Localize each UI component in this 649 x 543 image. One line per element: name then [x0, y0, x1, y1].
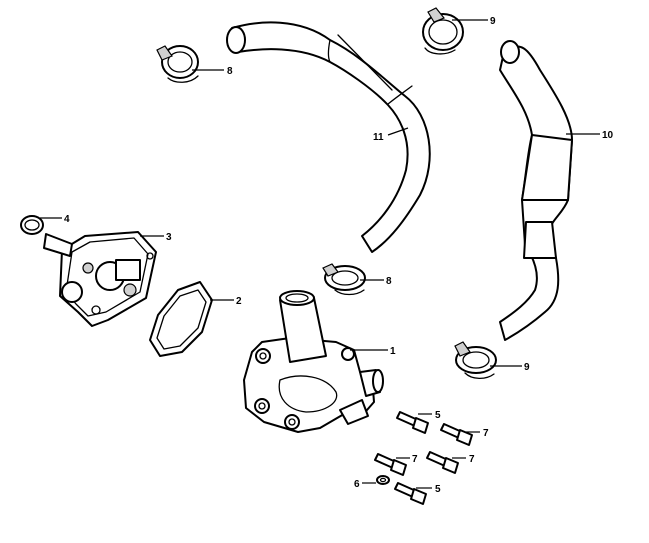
bolt-7-upper: [440, 423, 473, 446]
pump-housing-1: [243, 290, 384, 433]
callout-3: 3: [166, 232, 172, 243]
callout-8-top: 8: [227, 66, 233, 77]
callout-2: 2: [236, 296, 242, 307]
hose-clamp-9-top: [422, 7, 464, 55]
callout-9-lower: 9: [524, 362, 530, 373]
hose-clamp-8-middle: [322, 263, 366, 296]
bolt-5-upper: [396, 411, 429, 434]
callout-4: 4: [64, 214, 70, 225]
callout-7-right: 7: [469, 454, 475, 465]
bolt-7-right: [426, 451, 459, 474]
bolt-7-left: [374, 453, 407, 476]
callout-11: 11: [373, 132, 384, 143]
callout-labels: 9 8 11 10 4 3 8 2 1 9 5 7 7 7 6 5: [64, 16, 614, 495]
o-ring-4: [20, 215, 44, 235]
hose-clamp-8-top: [156, 45, 199, 83]
washer-6: [376, 475, 390, 485]
callout-6: 6: [354, 479, 360, 490]
callout-9-top: 9: [490, 16, 496, 27]
callout-10: 10: [602, 130, 614, 141]
hose-clamp-9-lower: [454, 341, 497, 380]
callout-5-lower: 5: [435, 484, 441, 495]
callout-5-upper: 5: [435, 410, 441, 421]
leader-11: [387, 127, 409, 136]
bolt-5-lower: [394, 482, 427, 505]
hose-10: [499, 40, 573, 341]
callout-7-left: 7: [412, 454, 418, 465]
callout-8-middle: 8: [386, 276, 392, 287]
callout-1: 1: [390, 346, 396, 357]
hose-11: [226, 21, 431, 253]
thermostat-housing-3: [43, 231, 157, 327]
gasket-2: [149, 281, 213, 357]
callout-7-upper: 7: [483, 428, 489, 439]
leader-lines: [40, 19, 600, 489]
